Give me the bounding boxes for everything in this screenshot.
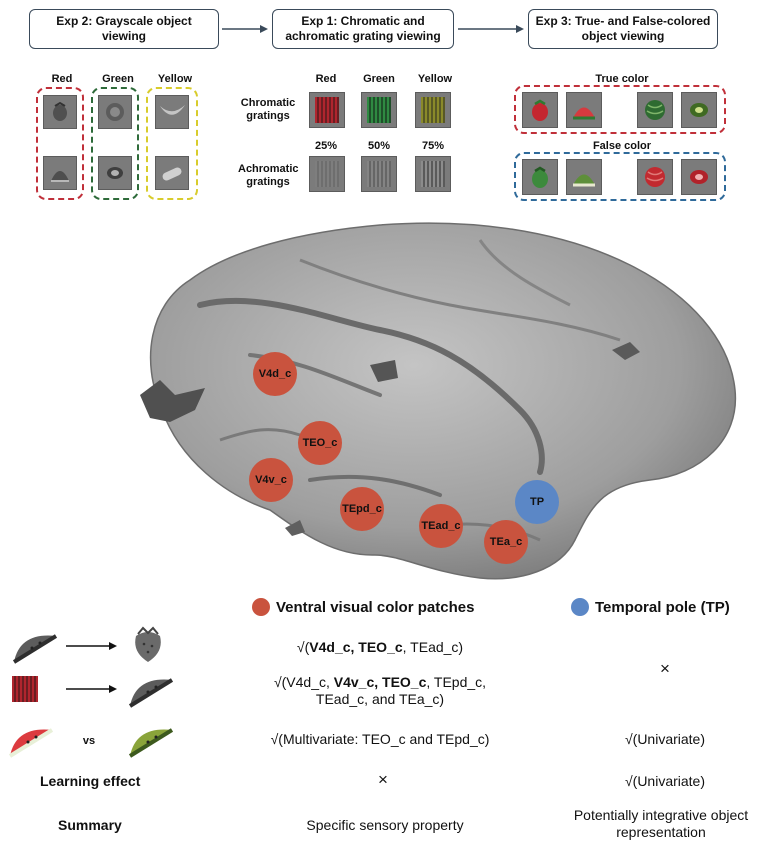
patch-tea-c: TEa_c: [484, 520, 528, 564]
exp1-col-75: 75%: [421, 140, 445, 152]
true-strawberry-thumb: [522, 92, 558, 128]
row1-ventral-open: √(: [296, 639, 310, 655]
legend-tp-label: Temporal pole (TP): [595, 598, 730, 616]
patch-tp: TP: [515, 480, 559, 524]
exp2-yellow-group: [146, 87, 198, 200]
row2-ventral-open: √(V4d_c,: [273, 674, 334, 690]
exp1-title-box: Exp 1: Chromatic and achromatic grating …: [272, 9, 454, 49]
summary-label: Summary: [58, 817, 122, 833]
row2-icon-gray-watermelon: [126, 670, 176, 717]
patch-teo-c: TEO_c: [298, 421, 342, 465]
exp3-true-label: True color: [595, 73, 649, 85]
row1-ventral-bold: V4d_c, TEO_c: [309, 639, 403, 655]
false-watermelon-thumb: [637, 159, 673, 195]
exp1-col-green: Green: [363, 73, 395, 85]
summary-ventral: Specific sensory property: [306, 817, 464, 833]
exp1-row-achromatic: Achromatic gratings: [238, 163, 299, 188]
row2-arrow-icon: [66, 685, 117, 693]
exp2-title-box: Exp 2: Grayscale object viewing: [29, 9, 219, 49]
exp1-title: Exp 1: Chromatic and achromatic grating …: [285, 14, 441, 43]
gray-watermelon-slice-thumb: [43, 156, 77, 190]
brain-illustration: [140, 222, 737, 580]
row12-tp-result: ×: [660, 659, 670, 678]
patch-v4v-c: V4v_c: [249, 458, 293, 502]
patch-tepd-c: TEpd_c: [340, 487, 384, 531]
row1-icon-gray-watermelon: [10, 626, 60, 673]
green-grating-thumb: [361, 92, 397, 128]
exp1-row-chromatic: Chromatic gratings: [240, 97, 296, 122]
exp3-title-box: Exp 3: True- and False-colored object vi…: [528, 9, 718, 49]
arrow-exp1-to-exp3: [458, 25, 524, 33]
row2-ventral-result: √(V4d_c, V4v_c, TEO_c, TEpd_c, TEad_c, a…: [240, 674, 520, 708]
row3-ventral-result: √(Multivariate: TEO_c and TEpd_c): [270, 731, 490, 747]
true-watermelon-slice-thumb: [566, 92, 602, 128]
legend-ventral: Ventral visual color patches: [252, 598, 474, 616]
row2-ventral-line2: TEad_c, and TEa_c): [315, 691, 445, 707]
exp3-true-group: [514, 85, 726, 134]
true-watermelon-thumb: [637, 92, 673, 128]
exp3-false-group: [514, 152, 726, 201]
row1-arrow-icon: [66, 642, 117, 650]
exp1-col-yellow: Yellow: [417, 73, 453, 85]
learning-effect-label: Learning effect: [40, 773, 141, 789]
exp2-col-green: Green: [102, 73, 134, 85]
row1-ventral-rest: , TEad_c): [402, 639, 464, 655]
achromatic-grating-75-thumb: [415, 156, 451, 192]
exp-arrows: [222, 25, 524, 33]
legend-tp-dot: [571, 598, 589, 616]
yellow-grating-thumb: [415, 92, 451, 128]
row1-ventral-result: √(V4d_c, TEO_c, TEad_c): [250, 639, 510, 656]
row2-ventral-bold: V4v_c, TEO_c: [333, 674, 427, 690]
exp2-green-group: [91, 87, 139, 200]
summary-tp: Potentially integrative object represent…: [573, 807, 749, 840]
gray-corn-thumb: [155, 156, 189, 190]
exp3-false-label: False color: [592, 140, 652, 152]
patch-v4d-c: V4d_c: [253, 352, 297, 396]
arrow-exp2-to-exp1: [222, 25, 268, 33]
exp2-title: Exp 2: Grayscale object viewing: [56, 14, 192, 43]
row2-ventral-rest: , TEpd_c,: [426, 674, 487, 690]
red-grating-thumb: [309, 92, 345, 128]
exp1-col-50: 50%: [367, 140, 391, 152]
false-kiwi-thumb: [681, 159, 717, 195]
gray-kiwi-thumb: [98, 156, 132, 190]
learning-ventral-result: ×: [378, 770, 388, 789]
learning-tp-result: √(Univariate): [624, 773, 706, 789]
exp1-col-red: Red: [315, 73, 337, 85]
true-kiwi-thumb: [681, 92, 717, 128]
legend-ventral-dot: [252, 598, 270, 616]
exp2-red-group: [36, 87, 84, 200]
row3-tp-result: √(Univariate): [624, 731, 706, 747]
gray-banana-thumb: [155, 95, 189, 129]
row3-icon-red-watermelon: [6, 720, 56, 767]
row1-icon-gray-strawberry: [128, 624, 168, 671]
exp1-col-25: 25%: [314, 140, 338, 152]
gray-strawberry-thumb: [43, 95, 77, 129]
row2-icon-red-grating: [12, 676, 38, 702]
achromatic-grating-25-thumb: [309, 156, 345, 192]
false-strawberry-thumb: [522, 159, 558, 195]
gray-cabbage-thumb: [98, 95, 132, 129]
exp3-title: Exp 3: True- and False-colored object vi…: [535, 14, 711, 43]
achromatic-grating-50-thumb: [361, 156, 397, 192]
legend-ventral-label: Ventral visual color patches: [276, 598, 475, 616]
legend-tp: Temporal pole (TP): [571, 598, 730, 616]
row3-icon-green-watermelon: [126, 720, 176, 767]
row3-vs-label: vs: [82, 735, 96, 747]
false-watermelon-slice-thumb: [566, 159, 602, 195]
exp2-col-yellow: Yellow: [157, 73, 193, 85]
exp2-col-red: Red: [51, 73, 73, 85]
patch-tead-c: TEad_c: [419, 504, 463, 548]
